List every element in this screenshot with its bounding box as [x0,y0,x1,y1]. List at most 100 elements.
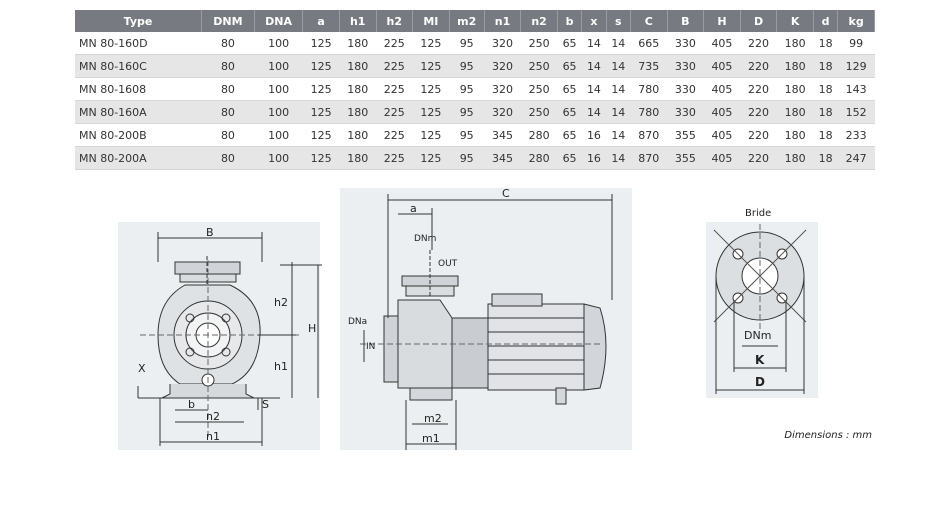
table-cell: 320 [484,54,521,78]
table-cell: 405 [703,77,741,101]
table-cell: 280 [520,123,558,147]
column-header: H [703,10,741,32]
column-header: b [557,10,583,32]
table-cell: 233 [837,123,875,147]
table-cell: 405 [703,54,741,78]
dim-DNm-label: DNm [414,234,436,244]
table-cell: 225 [376,77,413,101]
table-cell: 95 [449,77,485,101]
table-cell: 125 [302,146,340,170]
table-cell: 18 [813,100,838,124]
dim-m2-label: m2 [424,412,442,425]
table-cell: MN 80-160A [75,100,202,124]
table-cell: 100 [254,123,303,147]
side-view [340,188,632,450]
table-cell: 250 [520,100,558,124]
column-header: kg [837,10,875,32]
table-cell: 220 [740,54,777,78]
table-cell: 14 [581,32,607,55]
flange-view [706,222,818,398]
table-cell: 320 [484,77,521,101]
table-cell: 65 [557,54,582,78]
table-cell: 95 [449,32,485,55]
units-note: Dimensions : mm [784,430,872,441]
table-cell: 225 [376,32,413,55]
table-cell: 80 [201,54,255,78]
table-cell: 18 [813,146,838,170]
dim-B-label: B [206,226,214,239]
table-cell: 220 [740,123,777,147]
table-cell: 80 [201,123,255,147]
table-cell: 95 [449,100,485,124]
table-cell: 100 [254,77,303,101]
table-cell: 320 [484,100,521,124]
table-cell: 220 [740,100,777,124]
table-cell: 247 [837,146,875,170]
table-cell: 180 [776,146,814,170]
column-header: C [630,10,668,32]
front-view-labels: B h2 H h1 X b n2 S n1 [138,226,316,443]
table-cell: 330 [667,54,704,78]
table-cell: 735 [630,54,668,78]
table-cell: 65 [557,146,582,170]
column-header: DNM [201,10,255,32]
table-cell: 180 [339,146,377,170]
table-cell: MN 80-1608 [75,77,202,101]
table-cell: 65 [557,100,582,124]
table-cell: 870 [630,123,668,147]
table-cell: 355 [667,146,704,170]
table-cell: 80 [201,100,255,124]
table-cell: 14 [581,100,607,124]
dim-n2-label: n2 [206,410,220,423]
table-cell: 220 [740,32,777,55]
flange-view-labels: DNm K D [744,329,771,389]
table-cell: 100 [254,146,303,170]
table-cell: 180 [776,77,814,101]
table-cell: 220 [740,77,777,101]
table-cell: 100 [254,54,303,78]
table-cell: 780 [630,100,668,124]
side-view-labels: C a DNm OUT DNa IN m2 m1 [348,187,510,445]
dim-m1-label: m1 [422,432,440,445]
column-header: h1 [339,10,377,32]
table-cell: 220 [740,146,777,170]
table-cell: 180 [339,123,377,147]
column-header: DNA [254,10,304,32]
flange-K-label: K [755,353,765,367]
dim-h2-label: h2 [274,296,288,309]
table-cell: 225 [376,146,413,170]
table-cell: 80 [201,32,255,55]
column-header: B [667,10,705,32]
table-cell: 18 [813,32,838,55]
table-cell: 125 [302,54,340,78]
table-cell: MN 80-200A [75,146,202,170]
table-cell: 225 [376,100,413,124]
table-cell: 14 [581,54,607,78]
column-header: n2 [520,10,558,32]
table-cell: 125 [302,77,340,101]
column-header: Type [75,10,203,32]
table-cell: 18 [813,123,838,147]
table-cell: 95 [449,54,485,78]
table-cell: 95 [449,146,485,170]
table-cell: 18 [813,77,838,101]
table-cell: 129 [837,54,875,78]
table-cell: 125 [412,77,450,101]
column-header: MI [412,10,450,32]
dim-n1-label: n1 [206,430,220,443]
table-cell: 14 [606,77,631,101]
flange-D-label: D [755,375,765,389]
column-header: D [740,10,778,32]
table-cell: 405 [703,123,741,147]
inlet-label: IN [366,342,375,352]
table-cell: MN 80-160D [75,32,202,55]
table-cell: 14 [606,146,631,170]
dim-a-label: a [410,202,417,215]
table-cell: 14 [606,100,631,124]
table-cell: 152 [837,100,875,124]
table-cell: 80 [201,77,255,101]
dim-b-label: b [188,398,195,411]
